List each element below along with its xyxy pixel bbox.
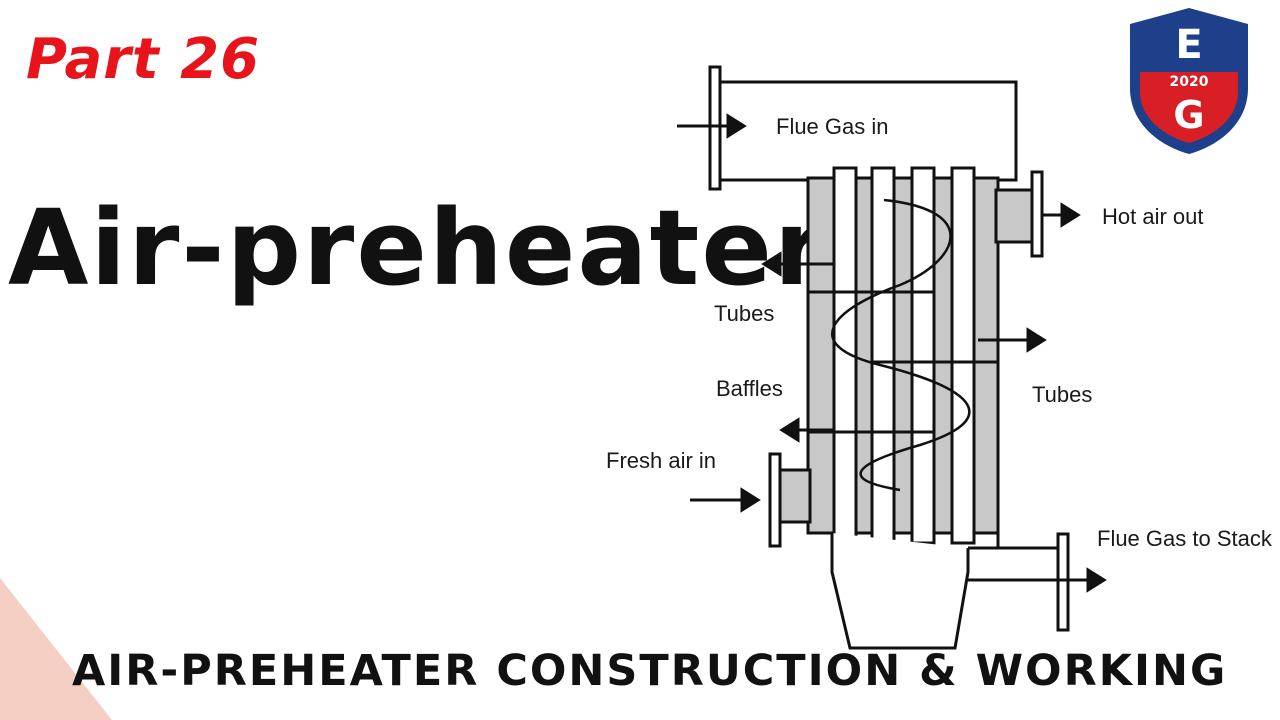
air-flow-spiral xyxy=(831,198,971,492)
arrow-flue-gas-stack xyxy=(1086,567,1107,593)
logo-year: 2020 xyxy=(1170,74,1209,90)
footer-title: AIR-PREHEATER CONSTRUCTION & WORKING xyxy=(72,646,1228,696)
label-baffles: Baffles xyxy=(716,376,783,401)
hot-air-flange xyxy=(1030,170,1044,258)
logo-letter-g: G xyxy=(1173,93,1204,137)
logo-letter-e: E xyxy=(1175,22,1202,68)
label-flue-gas-in: Flue Gas in xyxy=(776,114,889,139)
arrow-tubes-left xyxy=(761,251,782,277)
logo-red-band xyxy=(1140,72,1238,143)
tube-3 xyxy=(910,166,936,545)
flue-gas-inlet-duct xyxy=(716,80,1018,182)
label-flue-gas-to-stack: Flue Gas to Stack xyxy=(1097,526,1273,551)
tube-4 xyxy=(950,166,976,545)
arrow-hot-air-out xyxy=(1060,202,1081,228)
arrow-baffles xyxy=(779,417,800,443)
label-tubes-right: Tubes xyxy=(1032,382,1092,407)
channel-logo: E 2020 G xyxy=(1130,8,1248,154)
arrow-tubes-right xyxy=(1026,327,1047,353)
label-fresh-air-in: Fresh air in xyxy=(606,448,716,473)
part-label: Part 26 xyxy=(26,27,261,92)
fresh-air-nozzle xyxy=(776,468,812,524)
inlet-flange xyxy=(708,65,722,191)
hot-air-nozzle xyxy=(994,188,1036,244)
arrow-fresh-air-in xyxy=(740,487,761,513)
stack-flange xyxy=(1056,532,1070,632)
bottom-hopper xyxy=(830,533,970,650)
fresh-air-flange xyxy=(768,452,782,548)
page-title: Air-preheater xyxy=(8,187,828,309)
label-tubes-left: Tubes xyxy=(714,301,774,326)
arrow-flue-gas-in xyxy=(726,113,747,139)
label-hot-air-out: Hot air out xyxy=(1102,204,1204,229)
